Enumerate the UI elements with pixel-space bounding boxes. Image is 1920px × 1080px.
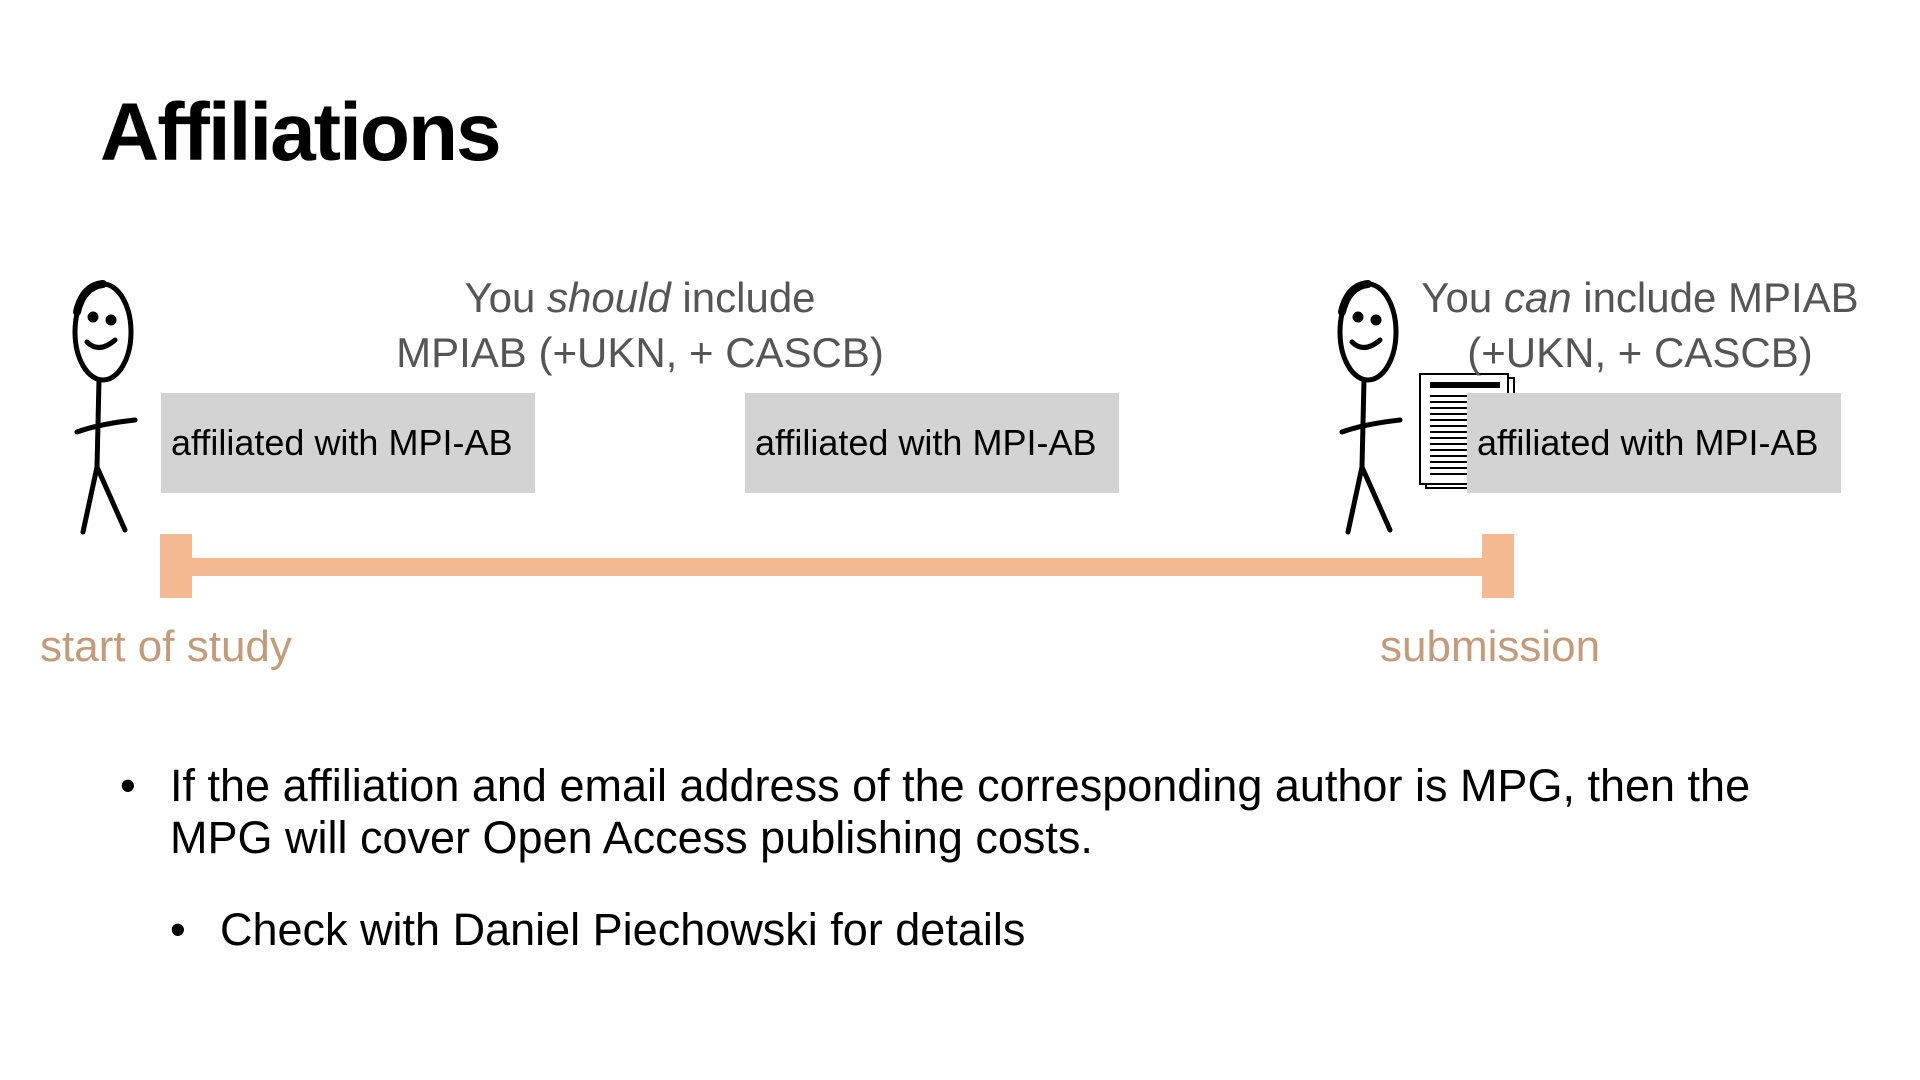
milestone-start-of-study: start of study — [40, 622, 292, 671]
timeline-bar — [190, 558, 1485, 576]
milestone-submission: submission — [1380, 622, 1601, 671]
affiliation-box-start: affiliated with MPI-AB — [161, 393, 535, 493]
bullet-item-sub: • Check with Daniel Piechowski for detai… — [170, 904, 1820, 956]
bullet-text-sub: Check with Daniel Piechowski for details — [220, 904, 1026, 955]
caption-can-prefix: You — [1421, 274, 1504, 321]
bullet-text-main: If the affiliation and email address of … — [170, 760, 1751, 863]
bullet-item-main: • If the affiliation and email address o… — [120, 760, 1820, 864]
stick-figure-submission-icon — [1337, 280, 1403, 535]
sub-bullet-dot: • — [170, 904, 186, 955]
caption-can-include: You can include MPIAB (+UKN, + CASCB) — [1390, 270, 1890, 380]
caption-should-suffix: include — [670, 274, 816, 321]
timeline-start-tick — [160, 534, 192, 598]
affiliation-box-middle: affiliated with MPI-AB — [745, 393, 1119, 493]
slide-title: Affiliations — [100, 87, 502, 178]
bullet-list: • If the affiliation and email address o… — [120, 760, 1820, 956]
caption-should-line1: You should include — [370, 270, 910, 325]
stick-figure-start-icon — [72, 280, 138, 535]
timeline-end-tick — [1482, 534, 1514, 598]
caption-should-prefix: You — [464, 274, 547, 321]
caption-can-line2: (+UKN, + CASCB) — [1467, 329, 1813, 376]
caption-should-include: You should include MPIAB (+UKN, + CASCB) — [370, 270, 910, 380]
timeline — [160, 534, 1514, 598]
caption-should-emphasis: should — [547, 274, 671, 321]
bullet-dot: • — [120, 760, 136, 811]
caption-can-emphasis: can — [1503, 274, 1572, 321]
affiliation-box-submission: affiliated with MPI-AB — [1467, 393, 1841, 493]
caption-should-line2: MPIAB (+UKN, + CASCB) — [396, 329, 884, 376]
caption-can-suffix: include MPIAB — [1571, 274, 1859, 321]
caption-can-line1: You can include MPIAB — [1390, 270, 1890, 325]
